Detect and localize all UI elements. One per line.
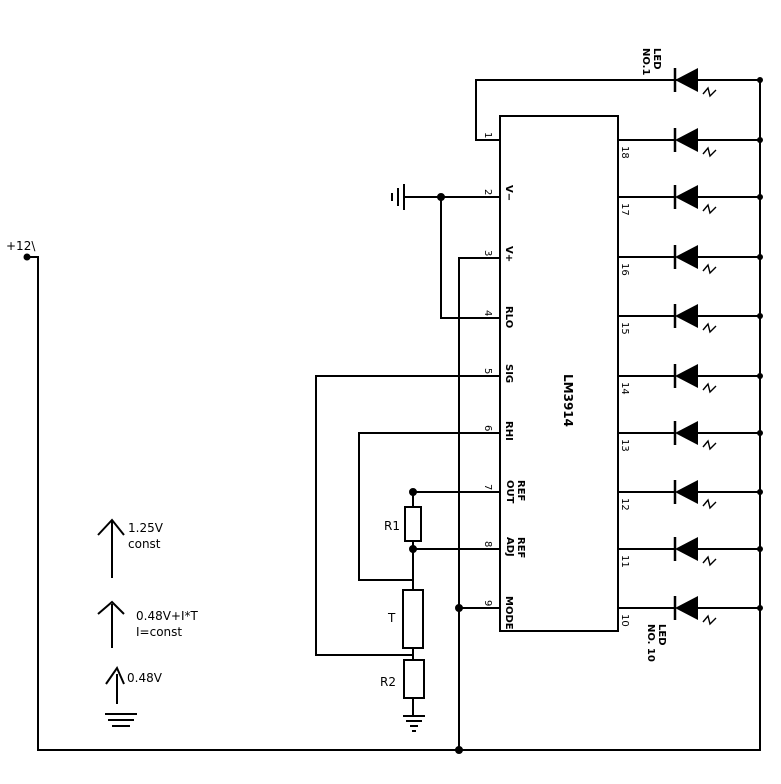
led10-label: LEDNO. 10 (645, 624, 667, 662)
led-6 (618, 364, 763, 394)
led-diode-icon (675, 537, 698, 561)
pin1-wire (475, 79, 760, 141)
pin-11-number: 11 (619, 555, 630, 568)
led-diode-icon (675, 185, 698, 209)
supply-label: +12\ (6, 239, 36, 253)
ground-r2 (403, 715, 425, 732)
pin-6-signal: RHI (503, 421, 514, 441)
led-diode-icon (675, 245, 698, 269)
led-5 (618, 304, 763, 334)
pin-16-number: 16 (619, 263, 630, 276)
pin3-wire (458, 257, 500, 750)
led-diode-icon (675, 596, 698, 620)
light-emission-icon (702, 146, 717, 158)
led-10 (618, 596, 763, 626)
pin-8-signal: REFADJ (504, 537, 526, 558)
pin-1-number: 1 (482, 132, 493, 138)
pin-4-signal: RLO (503, 306, 514, 328)
light-emission-icon (702, 614, 717, 626)
light-emission-icon (702, 555, 717, 567)
t-sensor (402, 589, 424, 649)
annotation-1-line2: const (128, 537, 161, 551)
ground-v-minus (391, 184, 500, 319)
pin-13-number: 13 (619, 439, 630, 452)
rhi-wire (358, 432, 500, 581)
light-emission-icon (702, 86, 717, 98)
r1-label: R1 (384, 519, 400, 533)
pin-5-signal: SIG (503, 364, 514, 383)
pin-12-number: 12 (619, 498, 630, 511)
pin-4-number: 4 (482, 310, 493, 316)
annotation-2-line1: 0.48V+I*T (136, 609, 199, 623)
ref-out-wire (412, 491, 500, 507)
annotation-2-line2: I=const (136, 625, 182, 639)
led-diode-icon (675, 480, 698, 504)
annotation-1-line1: 1.25V (128, 521, 164, 535)
led-9 (618, 537, 763, 567)
light-emission-icon (702, 203, 717, 215)
pin-6-number: 6 (482, 425, 493, 431)
pin-7-number: 7 (482, 484, 493, 490)
r2-resistor (403, 659, 425, 699)
light-emission-icon (702, 322, 717, 334)
ic-name: LM3914 (561, 374, 575, 427)
ic-right-pins: 18 17 16 15 14 13 12 11 10 (619, 146, 630, 627)
led-2 (618, 128, 763, 158)
pin-10-number: 10 (619, 614, 630, 627)
led-bar (618, 68, 763, 626)
led-diode-icon (675, 304, 698, 328)
pin-9-number: 9 (482, 600, 493, 606)
led1-label: LEDNO.1 (640, 48, 662, 75)
annotation-3-line1: 0.48V (127, 671, 163, 685)
led-diode-icon (675, 364, 698, 388)
pin-9-signal: MODE (503, 596, 514, 630)
led-7 (618, 421, 763, 451)
pin-14-number: 14 (619, 382, 630, 395)
pin-18-number: 18 (619, 146, 630, 159)
light-emission-icon (702, 263, 717, 275)
lm3914-body (499, 115, 619, 632)
pin-2-signal: V− (503, 185, 514, 201)
led-diode-icon (675, 128, 698, 152)
led-diode-icon (675, 421, 698, 445)
r1-resistor (404, 506, 422, 542)
t-label: T (387, 611, 396, 625)
pin-3-signal: V+ (503, 246, 514, 262)
led-8 (618, 480, 763, 510)
voltage-annotations (97, 518, 137, 727)
led-4 (618, 245, 763, 275)
led-1 (673, 68, 763, 98)
pin-2-number: 2 (482, 189, 493, 195)
sig-wire (315, 375, 500, 656)
pin-17-number: 17 (619, 203, 630, 216)
pin-3-number: 3 (482, 250, 493, 256)
r2-label: R2 (380, 675, 396, 689)
led-diode-icon (675, 68, 698, 92)
led-3 (618, 185, 763, 215)
light-emission-icon (702, 382, 717, 394)
pin-15-number: 15 (619, 322, 630, 335)
supply-rail (23, 80, 761, 751)
pin-7-signal: REFOUT (504, 480, 526, 504)
pin-5-number: 5 (482, 368, 493, 374)
pin-8-number: 8 (482, 541, 493, 547)
ic-left-pins: 1 2 V− 3 V+ 4 RLO 5 SIG 6 RHI 7 REFOUT 8 REFADJ 9 MODE (482, 132, 526, 630)
light-emission-icon (702, 498, 717, 510)
light-emission-icon (702, 439, 717, 451)
